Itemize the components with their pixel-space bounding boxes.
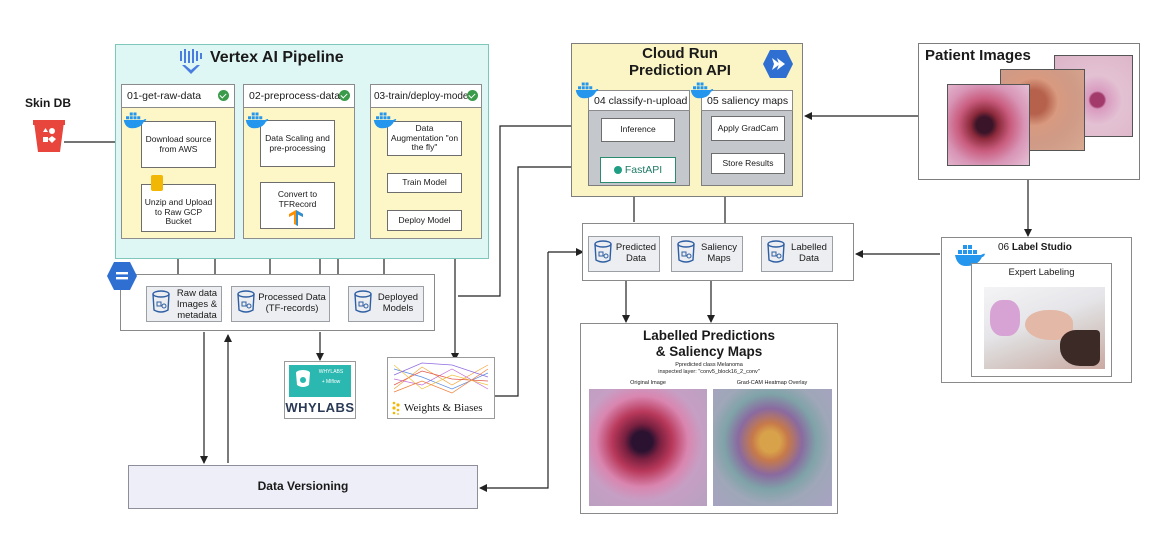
service-header-label: 05 saliency maps bbox=[707, 94, 789, 107]
train-model-step: Train Model bbox=[387, 173, 462, 193]
zip-file-icon bbox=[151, 175, 163, 191]
download-step: Download source from AWS bbox=[141, 121, 216, 168]
label-studio-number: 06 bbox=[998, 242, 1010, 253]
whylabs-small-label: WHYLABS bbox=[318, 369, 344, 375]
wandb-logo-icon bbox=[392, 401, 400, 415]
docker-icon bbox=[123, 112, 147, 129]
docker-icon bbox=[575, 82, 599, 99]
gradcam-heatmap-image bbox=[713, 389, 832, 506]
storage-bucket-icon bbox=[33, 120, 65, 152]
tensorflow-icon bbox=[289, 210, 303, 226]
original-lesion-image bbox=[589, 389, 707, 506]
bucket-icon bbox=[594, 240, 612, 263]
whylabs-label: WHYLABS bbox=[285, 400, 355, 415]
check-icon bbox=[339, 90, 350, 101]
stage-header-label: 02-preprocess-data bbox=[249, 90, 341, 102]
bucket-icon bbox=[677, 240, 695, 263]
docker-icon bbox=[245, 112, 269, 129]
data-versioning-box bbox=[128, 465, 478, 509]
fastapi-icon bbox=[613, 166, 622, 174]
skin-db-label: Skin DB bbox=[24, 96, 71, 110]
hair-shape bbox=[1060, 330, 1100, 366]
cloud-storage-icon bbox=[107, 262, 137, 290]
check-icon bbox=[218, 90, 229, 101]
service-header-saliency: 05 saliency maps bbox=[701, 90, 793, 111]
store-results-step: Store Results bbox=[711, 153, 785, 174]
inference-step: Inference bbox=[601, 118, 675, 142]
wandb-parallel-plot bbox=[393, 362, 489, 394]
fastapi-label: FastAPI bbox=[624, 163, 663, 176]
mlflow-small-label: + Mlflow bbox=[321, 379, 341, 385]
predicted-data-bucket bbox=[588, 236, 660, 272]
processed-data-label: Processed Data (TF-records) bbox=[258, 292, 326, 314]
bucket-icon bbox=[152, 290, 170, 313]
cloud-run-title-line1: Cloud Run bbox=[642, 45, 718, 62]
predicted-data-label: Predicted Data bbox=[615, 242, 657, 264]
vertex-ai-icon bbox=[180, 49, 202, 74]
labelled-predictions-title-line1: Labelled Predictions bbox=[642, 328, 776, 343]
label-studio-heading: 06 Label Studio bbox=[998, 242, 1128, 254]
stage-header-label: 03-train/deploy-model bbox=[374, 90, 471, 102]
service-header-label: 04 classify-n-upload bbox=[594, 94, 688, 107]
patient-image-1 bbox=[947, 84, 1030, 166]
docker-icon bbox=[690, 82, 714, 99]
deploy-model-step: Deploy Model bbox=[387, 210, 462, 231]
gradcam-overlay-label: Grad-CAM Heatmap Overlay bbox=[736, 380, 808, 386]
stage-header-get-raw-data: 01-get-raw-data bbox=[121, 84, 235, 108]
stage-header-label: 01-get-raw-data bbox=[127, 90, 202, 102]
data-versioning-label: Data Versioning bbox=[257, 479, 349, 493]
service-header-classify: 04 classify-n-upload bbox=[588, 90, 690, 111]
stage-header-train-deploy-model: 03-train/deploy-model bbox=[370, 84, 482, 108]
raw-data-label: Raw data Images & metadata bbox=[176, 288, 218, 321]
patient-images-title: Patient Images bbox=[925, 47, 1031, 64]
convert-tfrecord-step: Convert to TFRecord bbox=[260, 182, 335, 229]
deployed-models-bucket bbox=[348, 286, 424, 322]
inspected-layer-caption: inspected layer: "conv5_block16_2_conv" bbox=[658, 369, 760, 375]
cloud-run-icon bbox=[763, 50, 793, 78]
vertex-ai-title: Vertex AI Pipeline bbox=[210, 49, 344, 66]
unzip-upload-step: Unzip and Upload to Raw GCP Bucket bbox=[141, 184, 216, 232]
fastapi-step: FastAPI bbox=[600, 157, 676, 183]
docker-icon bbox=[373, 112, 397, 129]
labelled-predictions-title-line2: & Saliency Maps bbox=[655, 344, 763, 359]
saliency-maps-bucket bbox=[671, 236, 743, 272]
label-studio-title: Label Studio bbox=[1011, 242, 1072, 253]
original-image-label: Original Image bbox=[630, 380, 666, 386]
cloud-run-title-line2: Prediction API bbox=[629, 62, 731, 79]
expert-labeling-label: Expert Labeling bbox=[1008, 267, 1075, 278]
apply-gradcam-step: Apply GradCam bbox=[711, 116, 785, 141]
data-augmentation-step: Data Augmentation "on the fly" bbox=[387, 121, 462, 156]
glove-hand-shape bbox=[990, 300, 1020, 336]
stage-header-preprocess-data: 02-preprocess-data bbox=[243, 84, 355, 108]
bucket-icon bbox=[354, 290, 372, 313]
docker-icon bbox=[955, 245, 985, 266]
saliency-maps-label: Saliency Maps bbox=[701, 242, 737, 264]
wandb-label: Weights & Biases bbox=[404, 402, 483, 414]
labelled-data-bucket bbox=[761, 236, 833, 272]
deployed-models-label: Deployed Models bbox=[377, 292, 419, 314]
whylabs-logo-icon bbox=[296, 370, 310, 387]
data-scaling-step: Data Scaling and pre-processing bbox=[260, 120, 335, 167]
predicted-class-caption: Ppredicted class Melanoma bbox=[675, 362, 743, 368]
check-icon bbox=[467, 90, 478, 101]
labelled-data-label: Labelled Data bbox=[791, 242, 827, 264]
bucket-icon bbox=[767, 240, 785, 263]
bucket-icon bbox=[237, 290, 255, 313]
raw-data-bucket bbox=[146, 286, 222, 322]
